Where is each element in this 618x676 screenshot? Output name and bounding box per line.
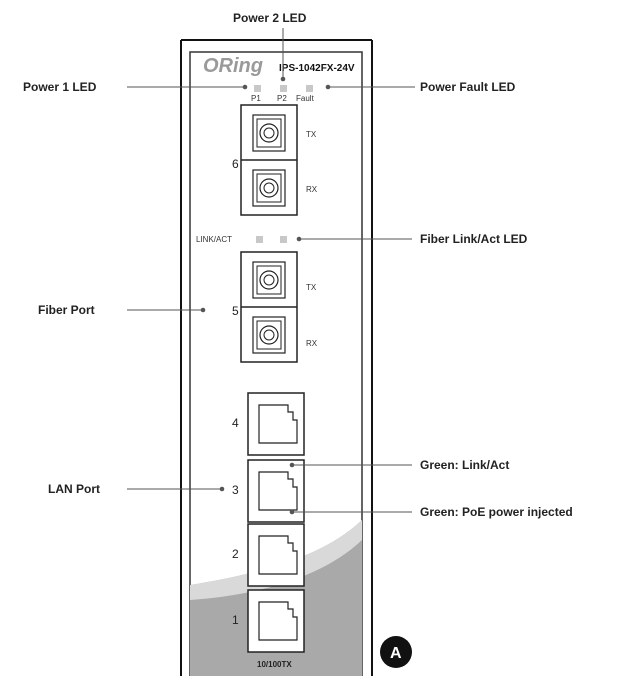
model-name: IPS-1042FX-24V: [279, 63, 355, 74]
callout-power1-led: Power 1 LED: [23, 80, 97, 94]
lan-port-3-number: 3: [232, 483, 239, 497]
port-6-tx-label: TX: [306, 130, 317, 139]
callout-power-fault-led: Power Fault LED: [420, 80, 516, 94]
port-6-number: 6: [232, 157, 239, 171]
p1-led: [254, 85, 261, 92]
callout-dots: [200, 76, 331, 515]
link-act-led-5: [256, 236, 263, 243]
fiber-port-6: [240, 104, 298, 216]
port-5-tx-label: TX: [306, 283, 317, 292]
lan-speed-label: 10/100TX: [257, 660, 292, 669]
callout-power2-led: Power 2 LED: [233, 11, 307, 25]
callout-fiber-port: Fiber Port: [38, 303, 95, 317]
fault-label: Fault: [296, 94, 315, 103]
fault-led: [306, 85, 313, 92]
link-act-led-6: [280, 236, 287, 243]
p2-led: [280, 85, 287, 92]
lan-port-3: [247, 459, 305, 523]
fiber-port-5: [240, 251, 298, 363]
callout-green-poe: Green: PoE power injected: [420, 505, 573, 519]
callout-lines: [127, 28, 415, 513]
figure-badge: [380, 636, 412, 668]
callout-green-link-act: Green: Link/Act: [420, 458, 509, 472]
callout-lan-port: LAN Port: [48, 482, 100, 496]
p1-label: P1: [251, 94, 261, 103]
port-5-rx-label: RX: [306, 339, 318, 348]
callout-fiber-link-led: Fiber Link/Act LED: [420, 232, 528, 246]
lan-port-2-number: 2: [232, 547, 239, 561]
brand-logo: ORing: [203, 55, 263, 77]
link-act-label: LINK/ACT: [196, 235, 232, 244]
lan-port-1-number: 1: [232, 613, 239, 627]
figure-badge-letter: A: [390, 645, 402, 662]
p2-label: P2: [277, 94, 287, 103]
port-5-number: 5: [232, 304, 239, 318]
lan-port-4: [247, 392, 305, 456]
lan-port-2: [247, 523, 305, 587]
port-6-rx-label: RX: [306, 185, 318, 194]
lan-port-4-number: 4: [232, 416, 239, 430]
lan-port-1: [247, 589, 305, 653]
